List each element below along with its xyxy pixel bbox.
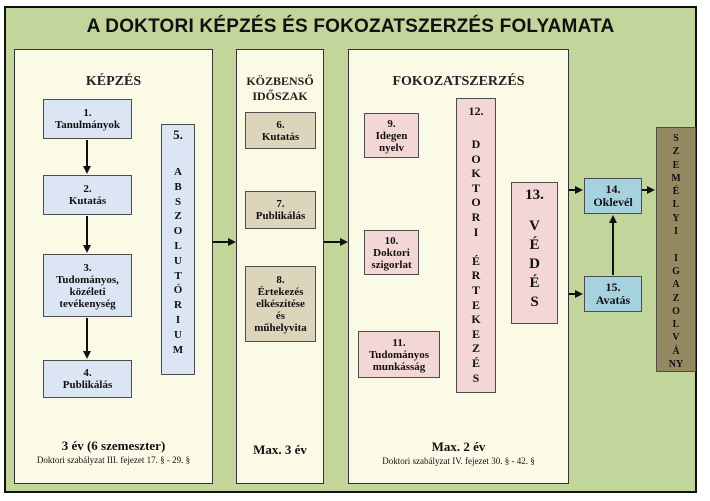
- vertical-letter: M: [172, 343, 184, 356]
- vertical-letter: I: [674, 252, 678, 264]
- vertical-letter: Y: [672, 212, 680, 224]
- vertical-letter: O: [471, 151, 481, 166]
- vertical-letter: A: [174, 166, 182, 178]
- vertical-letter: O: [173, 225, 183, 238]
- step-12-number: 12.: [468, 104, 484, 118]
- vertical-letter: R: [471, 209, 481, 224]
- vertical-letter: É: [672, 186, 680, 198]
- vertical-letter: O: [672, 305, 680, 317]
- vertical-letter: É: [471, 355, 480, 370]
- section-fokozatszerzes-title: FOKOZATSZERZÉS: [392, 74, 525, 89]
- vertical-letter: Z: [174, 210, 182, 223]
- vertical-letter: I: [674, 226, 678, 238]
- vertical-letter: T: [471, 180, 480, 195]
- step-11-tudomanyos-munkassag: 11.Tudományos munkásság: [358, 331, 440, 378]
- step-6-kutatas: 6.Kutatás: [245, 112, 316, 149]
- step-14-oklevel: 14.Oklevél: [584, 178, 642, 214]
- vertical-letter: É: [529, 275, 540, 291]
- step-13-number: 13.: [525, 187, 544, 203]
- vertical-letter: T: [471, 282, 480, 297]
- diagram-title: A DOKTORI KÉPZÉS ÉS FOKOZATSZERZÉS FOLYA…: [86, 16, 615, 37]
- vertical-letter: S: [530, 294, 539, 310]
- fokozatszerzes-regulation: Doktori szabályzat IV. fejezet 30. § - 4…: [382, 456, 535, 466]
- vertical-letter: U: [174, 254, 182, 267]
- step-8-ertekezes: 8.Értekezés elkészítése és műhelyvita: [245, 266, 316, 342]
- step-9-idegen-nyelv: 9.Idegen nyelv: [364, 113, 419, 158]
- step-4-publikalas: 4.Publikálás: [43, 360, 132, 398]
- vertical-letter: S: [673, 133, 679, 144]
- vertical-letter: Z: [672, 292, 680, 304]
- vertical-letter: E: [672, 159, 680, 171]
- vertical-letter: É: [529, 237, 540, 253]
- vertical-letter: A: [672, 279, 680, 291]
- step-7-publikalas: 7.Publikálás: [245, 191, 316, 229]
- kepzes-regulation: Doktori szabályzat III. fejezet 17. § - …: [36, 455, 191, 465]
- section-kozbenso-title-line2: IDŐSZAK: [252, 89, 308, 103]
- vertical-letter: M: [671, 172, 681, 184]
- section-kozbenso-title-line1: KÖZBENSŐ: [246, 74, 314, 88]
- vertical-letter: L: [174, 239, 182, 252]
- section-kepzes-title: KÉPZÉS: [85, 74, 142, 89]
- vertical-letter: L: [672, 319, 680, 331]
- vertical-letter: Z: [672, 146, 680, 158]
- vertical-letter: E: [471, 297, 480, 312]
- vertical-letter: R: [471, 268, 481, 283]
- vertical-letter: NY: [668, 359, 684, 371]
- vertical-letter: K: [471, 312, 481, 327]
- vertical-letter: R: [174, 299, 182, 312]
- vertical-letter: L: [672, 199, 680, 211]
- vertical-letter: E: [471, 326, 480, 341]
- vertical-letter: K: [471, 166, 481, 181]
- kepzes-duration: 3 év (6 szemeszter): [61, 438, 166, 453]
- vertical-letter: O: [471, 195, 481, 210]
- step-1-tanulmanyok: 1.Tanulmányok: [43, 99, 132, 139]
- fokozatszerzes-duration: Max. 2 év: [431, 439, 486, 454]
- step-10-doktori-szigorlat: 10.Doktori szigorlat: [364, 230, 419, 275]
- vertical-letter: Ó: [173, 284, 183, 297]
- vertical-letter: B: [174, 180, 182, 193]
- step-5-number: 5.: [173, 127, 183, 142]
- vertical-letter: S: [472, 370, 480, 385]
- vertical-letter: I: [473, 224, 479, 239]
- vertical-letter: I: [175, 313, 181, 326]
- step-3-tudomanyos-tevekenyseg: 3.Tudományos, közéleti tevékenység: [43, 254, 132, 317]
- step-2-kutatas: 2.Kutatás: [43, 175, 132, 215]
- kozbenso-duration: Max. 3 év: [253, 442, 307, 457]
- vertical-letter: S: [174, 195, 182, 208]
- vertical-letter: Á: [672, 345, 680, 357]
- vertical-letter: É: [471, 253, 480, 268]
- vertical-letter: T: [174, 269, 182, 282]
- vertical-letter: D: [471, 137, 481, 151]
- vertical-letter: U: [174, 328, 182, 341]
- vertical-letter: G: [672, 265, 680, 277]
- vertical-letter: V: [672, 332, 680, 344]
- vertical-letter: Z: [471, 341, 480, 356]
- vertical-letter: D: [529, 256, 540, 272]
- vertical-letter: V: [529, 218, 540, 234]
- step-15-avatas: 15.Avatás: [584, 276, 642, 312]
